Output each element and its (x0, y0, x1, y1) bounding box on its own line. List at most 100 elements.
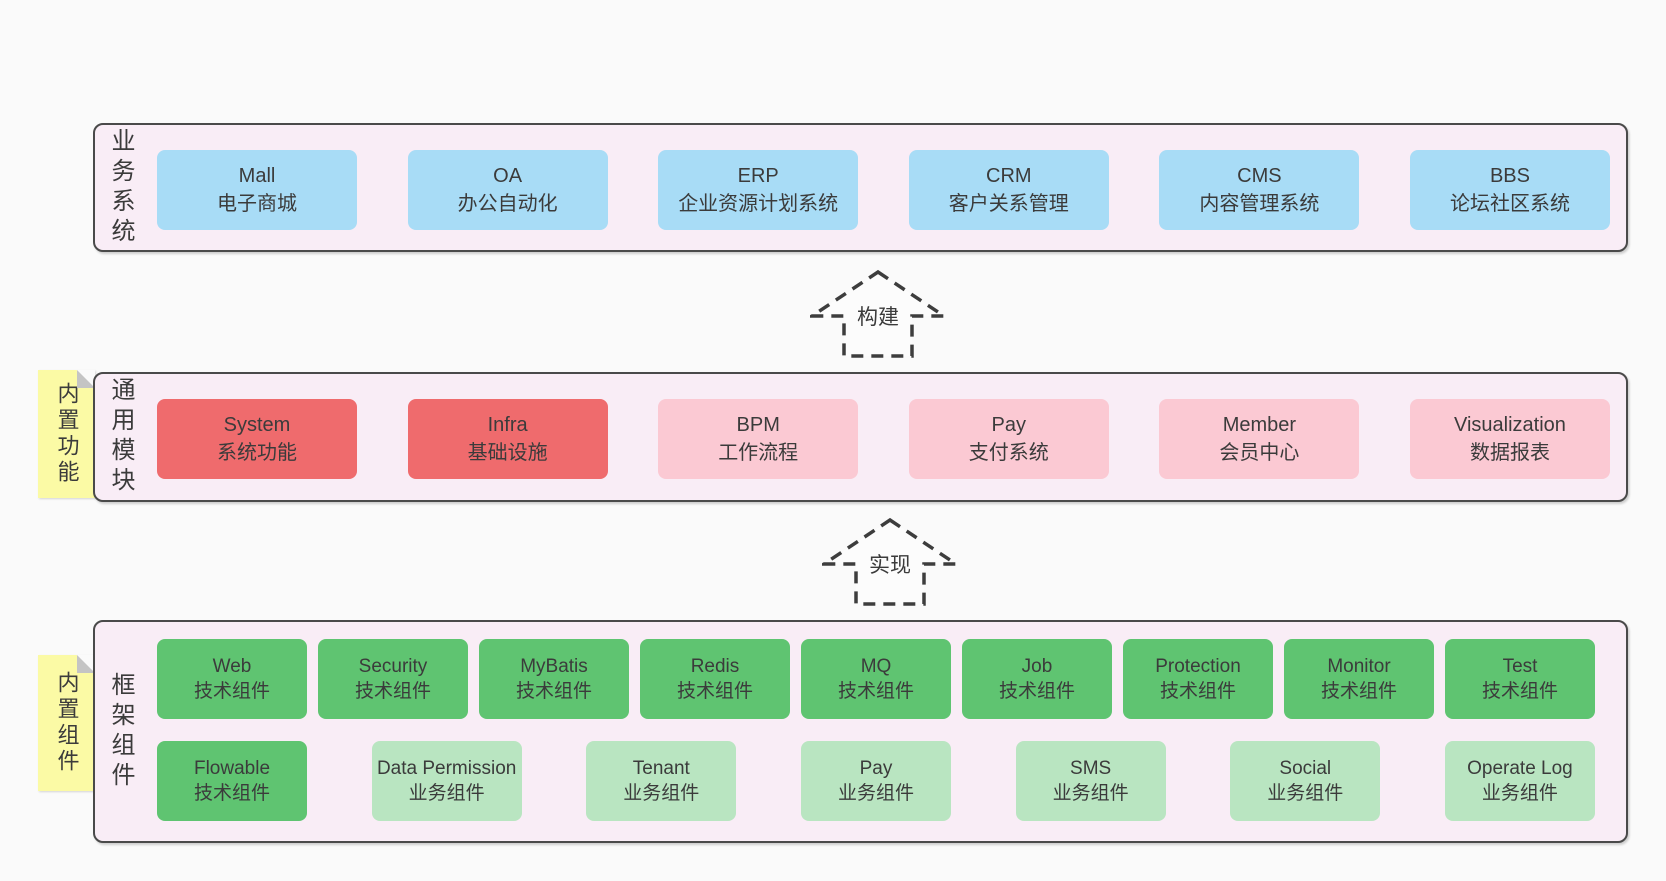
box-bbs: BBS 论坛社区系统 (1409, 150, 1610, 230)
box-desc: 基础设施 (467, 442, 548, 464)
box-name: OA (493, 165, 523, 187)
box-name: Member (1222, 414, 1297, 436)
box-pay-component: Pay 业务组件 (800, 741, 951, 821)
box-desc: 技术组件 (1481, 681, 1558, 702)
note-built-in-components: 内置组件 (38, 655, 95, 791)
box-name: Monitor (1327, 655, 1391, 677)
box-desc: 会员中心 (1219, 442, 1300, 464)
box-name: Pay (859, 757, 893, 779)
box-name: Social (1279, 757, 1332, 779)
box-mybatis: MyBatis 技术组件 (479, 639, 629, 719)
box-name: System (223, 414, 291, 436)
box-crm: CRM 客户关系管理 (908, 150, 1109, 230)
box-job: Job 技术组件 (962, 639, 1112, 719)
arrow-build: 构建 (810, 268, 946, 359)
box-mq: MQ 技术组件 (801, 639, 951, 719)
layer-common-modules: 通用模块 System 系统功能 Infra 基础设施 BPM 工作流程 Pay… (93, 372, 1628, 502)
box-desc: 技术组件 (676, 681, 753, 702)
note-built-in-features: 内置功能 (38, 370, 95, 498)
box-name: MyBatis (520, 655, 588, 677)
box-infra: Infra 基础设施 (407, 399, 608, 479)
box-desc: 电子商城 (217, 193, 297, 215)
layer-label-common-modules: 通用模块 (107, 377, 134, 497)
box-name: MQ (860, 655, 892, 677)
box-name: ERP (737, 165, 779, 187)
box-name: Web (212, 655, 252, 677)
box-name: Flowable (193, 757, 271, 779)
box-desc: 业务组件 (1267, 783, 1344, 804)
box-desc: 技术组件 (515, 681, 592, 702)
box-protection: Protection 技术组件 (1123, 639, 1273, 719)
layer-label-framework-components: 框架组件 (107, 671, 134, 792)
box-desc: 客户关系管理 (948, 193, 1069, 215)
box-desc: 论坛社区系统 (1449, 193, 1570, 215)
box-desc: 数据报表 (1469, 442, 1550, 464)
box-social: Social 业务组件 (1230, 741, 1381, 821)
box-name: SMS (1070, 757, 1112, 779)
box-security: Security 技术组件 (318, 639, 468, 719)
box-name: CRM (986, 165, 1032, 187)
box-desc: 支付系统 (968, 442, 1049, 464)
box-member: Member 会员中心 (1159, 399, 1360, 479)
box-name: CMS (1237, 165, 1282, 187)
box-mall: Mall 电子商城 (157, 150, 357, 230)
box-desc: 技术组件 (998, 681, 1075, 702)
arrow-build-label: 构建 (854, 299, 902, 333)
box-visualization: Visualization 数据报表 (1409, 399, 1610, 479)
box-sms: SMS 业务组件 (1015, 741, 1166, 821)
box-desc: 系统功能 (217, 442, 297, 464)
box-test: Test 技术组件 (1445, 639, 1595, 719)
box-desc: 工作流程 (718, 442, 799, 464)
layer-business-systems: 业务系统 Mall 电子商城 OA 办公自动化 ERP 企业资源计划系统 CRM… (93, 123, 1628, 252)
box-desc: 办公自动化 (457, 193, 558, 215)
box-desc: 业务组件 (408, 783, 485, 804)
box-system: System 系统功能 (157, 399, 357, 479)
box-name: Security (358, 655, 428, 677)
box-desc: 技术组件 (354, 681, 431, 702)
box-desc: 业务组件 (1052, 783, 1129, 804)
box-monitor: Monitor 技术组件 (1284, 639, 1434, 719)
box-name: Operate Log (1467, 757, 1573, 779)
box-name: Data Permission (376, 757, 517, 779)
modules-box-row: System 系统功能 Infra 基础设施 BPM 工作流程 Pay 支付系统… (157, 399, 1610, 479)
box-name: Pay (991, 414, 1027, 436)
box-data-permission: Data Permission 业务组件 (371, 741, 522, 821)
box-operate-log: Operate Log 业务组件 (1444, 741, 1595, 821)
box-desc: 技术组件 (1320, 681, 1397, 702)
box-web: Web 技术组件 (157, 639, 307, 719)
box-flowable: Flowable 技术组件 (157, 741, 307, 821)
box-pay-system: Pay 支付系统 (908, 399, 1109, 479)
box-name: BBS (1489, 165, 1530, 187)
layer-framework-components: 框架组件 Web 技术组件 Security 技术组件 MyBatis 技术组件… (93, 620, 1628, 843)
arrow-implement-label: 实现 (866, 547, 914, 581)
box-name: Tenant (632, 757, 690, 779)
box-desc: 技术组件 (1159, 681, 1236, 702)
box-name: Infra (487, 414, 528, 436)
box-oa: OA 办公自动化 (407, 150, 608, 230)
box-desc: 内容管理系统 (1199, 193, 1320, 215)
business-box-row: Mall 电子商城 OA 办公自动化 ERP 企业资源计划系统 CRM 客户关系… (157, 150, 1610, 230)
box-desc: 业务组件 (623, 783, 700, 804)
box-erp: ERP 企业资源计划系统 (658, 150, 859, 230)
box-name: Visualization (1454, 414, 1566, 436)
box-name: BPM (736, 414, 780, 436)
box-desc: 技术组件 (837, 681, 914, 702)
box-desc: 业务组件 (837, 783, 914, 804)
box-name: Redis (690, 655, 740, 677)
layer-label-business-systems: 业务系统 (107, 127, 134, 248)
box-desc: 业务组件 (1481, 783, 1558, 804)
box-desc: 技术组件 (193, 681, 270, 702)
box-bpm: BPM 工作流程 (658, 399, 859, 479)
box-name: Job (1021, 655, 1053, 677)
box-tenant: Tenant 业务组件 (586, 741, 737, 821)
framework-box-grid: Web 技术组件 Security 技术组件 MyBatis 技术组件 Redi… (157, 639, 1595, 821)
box-desc: 技术组件 (193, 783, 270, 804)
box-redis: Redis 技术组件 (640, 639, 790, 719)
note-text: 内置功能 (54, 382, 80, 486)
box-desc: 企业资源计划系统 (678, 193, 839, 215)
box-name: Protection (1155, 655, 1241, 677)
box-name: Test (1502, 655, 1538, 677)
note-text: 内置组件 (54, 671, 80, 775)
arrow-implement: 实现 (822, 516, 958, 607)
